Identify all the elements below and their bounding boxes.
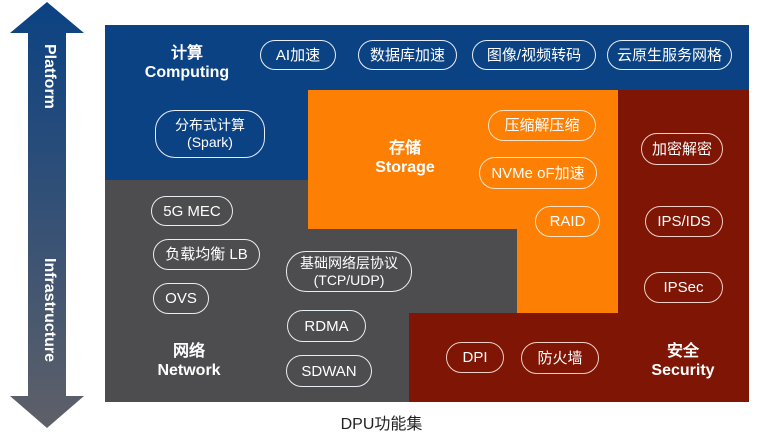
pill-distributed-computing-spark: 分布式计算 (Spark) [155,110,265,158]
network-region-mid [308,229,517,313]
pill-ips-ids: IPS/IDS [645,206,723,237]
pill-image-video-transcoding: 图像/视频转码 [472,40,596,70]
computing-title-cn: 计算 [170,45,203,62]
spark-line1: 分布式计算 [175,117,245,133]
platform-label: Platform [41,44,58,109]
pill-database-acceleration: 数据库加速 [358,40,457,70]
pill-ovs: OVS [153,283,209,314]
computing-title-en: Computing [144,64,230,81]
platform-infrastructure-arrow-icon [10,2,84,428]
pill-sdwan: SDWAN [286,355,372,387]
protocol-line2: (TCP/UDP) [313,271,385,288]
pill-compression: 压缩解压缩 [488,110,596,141]
network-title-en: Network [157,362,221,379]
pill-ipsec: IPSec [644,272,723,303]
security-title: 安全 Security [628,342,738,380]
pill-encryption-decryption: 加密解密 [641,133,723,165]
pill-cloud-native-service-mesh: 云原生服务网格 [607,40,732,70]
storage-title-en: Storage [375,159,435,176]
pill-nvme-of-acceleration: NVMe oF加速 [479,157,597,189]
pill-dpi: DPI [446,342,504,373]
security-title-en: Security [651,362,715,379]
network-title-cn: 网络 [172,343,205,360]
network-title: 网络 Network [134,342,244,380]
storage-title: 存储 Storage [350,139,460,177]
storage-region-lower [517,229,618,313]
storage-title-cn: 存储 [388,140,421,157]
protocol-line1: 基础网络层协议 [300,254,398,271]
pill-rdma: RDMA [287,310,366,342]
storage-region [308,90,618,229]
pill-load-balancing: 负载均衡 LB [153,239,260,270]
infrastructure-label: Infrastructure [41,258,58,363]
computing-region [105,25,749,90]
pill-raid: RAID [535,206,600,237]
diagram-caption: DPU功能集 [340,416,423,433]
pill-5g-mec: 5G MEC [151,196,233,226]
spark-line2: (Spark) [187,134,233,150]
security-region [618,90,749,402]
computing-region-left [105,90,308,180]
pill-base-network-protocol: 基础网络层协议 (TCP/UDP) [286,251,412,292]
security-title-cn: 安全 [666,343,699,360]
pill-firewall: 防火墙 [521,342,599,374]
pill-ai-acceleration: AI加速 [260,40,336,70]
computing-title: 计算 Computing [132,44,242,82]
